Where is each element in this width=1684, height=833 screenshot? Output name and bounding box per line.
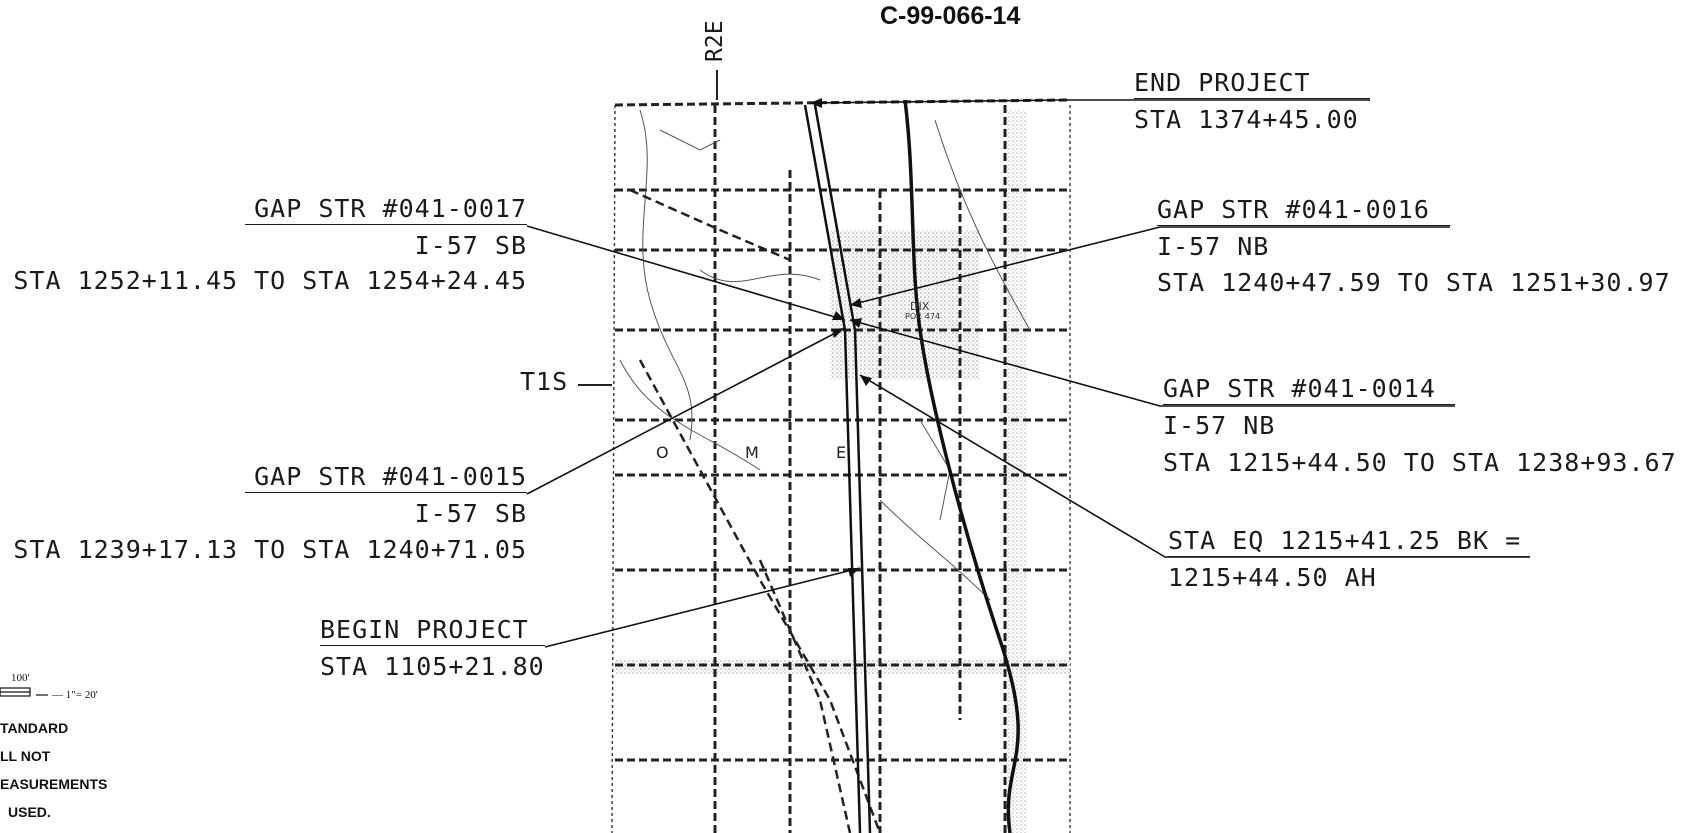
sta-eq-line2: 1215+44.50 AH [1168,563,1377,592]
leader-arrowheads [810,98,872,577]
gap-0017-stations: STA 1252+11.45 TO STA 1254+24.45 [13,266,527,295]
gap-0016-title: GAP STR #041-0016 [1157,195,1450,226]
end-project-station: STA 1374+45.00 [1134,105,1359,134]
scale-note-line-3: EASUREMENTS [0,776,108,792]
section-lines [619,109,1031,601]
township-grid [614,98,1071,833]
sta-eq-line1: STA EQ 1215+41.25 BK = [1168,526,1530,557]
gap-0017-title: GAP STR #041-0017 [245,194,527,225]
town-name: DIX [910,300,930,313]
gap-0015-title: GAP STR #041-0015 [245,462,527,493]
begin-project-title: BEGIN PROJECT [320,615,545,646]
range-label: R2E [702,20,728,62]
gap-0016-route: I-57 NB [1157,232,1270,261]
leader-lines [526,99,1530,648]
scale-note-line-2: LL NOT [0,748,51,764]
gap-0014-title: GAP STR #041-0014 [1163,374,1455,405]
township-label: T1S [520,367,569,396]
gap-0015-route: I-57 SB [414,499,527,528]
scale-ratio: — 1"= 20' [52,689,98,701]
scale-bar [0,687,48,697]
end-project-title: END PROJECT [1134,68,1370,99]
highway [903,99,1020,833]
town-population: POP. 474 [905,312,941,321]
scale-note-line-4: USED. [8,804,51,820]
scale-bar-label: 100' [11,672,30,684]
gap-0016-stations: STA 1240+47.59 TO STA 1251+30.97 [1157,268,1671,297]
map-letter-m: M [745,443,759,462]
gap-0014-stations: STA 1215+44.50 TO STA 1238+93.67 [1163,448,1677,477]
interstate-i57 [803,104,872,833]
map-letter-o: O [656,443,669,462]
railroad [629,188,882,833]
map-letter-e: E [836,443,847,462]
sheet-id: C-99-066-14 [880,2,1021,30]
gap-0014-route: I-57 NB [1163,411,1276,440]
scale-note-line-1: TANDARD [0,720,69,736]
gap-0017-route: I-57 SB [414,231,527,260]
map-frame [611,104,1071,833]
gap-0015-stations: STA 1239+17.13 TO STA 1240+71.05 [13,535,527,564]
begin-project-station: STA 1105+21.80 [320,652,545,681]
